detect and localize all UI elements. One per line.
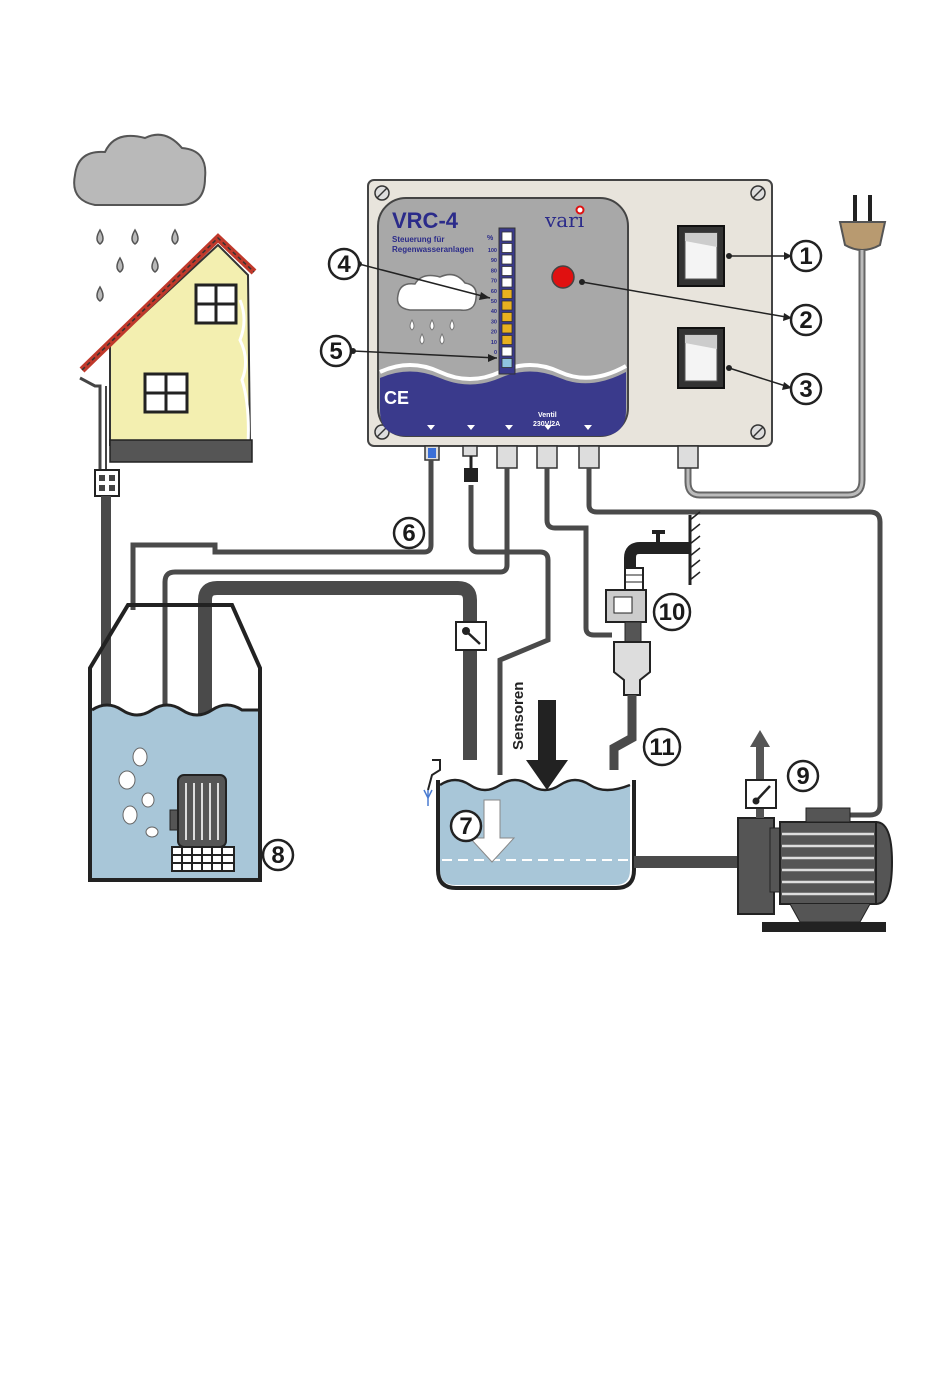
break-tank	[424, 700, 634, 888]
level-segment	[502, 290, 512, 299]
scale-tick-label: 30	[491, 319, 497, 325]
level-segment	[502, 267, 512, 276]
downpipe-filter	[95, 470, 119, 496]
cloud-icon	[74, 135, 205, 205]
level-segment	[502, 347, 512, 356]
scale-tick-label: 100	[488, 248, 497, 254]
callout-number: 1	[799, 243, 812, 270]
callout-9: 9	[788, 761, 818, 791]
controller-subtitle-1: Steuerung für	[392, 235, 444, 244]
pressure-switch-icon	[746, 780, 776, 808]
callout-5: 5	[321, 336, 351, 366]
controller-subtitle-2: Regenwasseranlagen	[392, 245, 474, 254]
level-segment	[502, 232, 512, 241]
ce-mark: CE	[384, 388, 409, 408]
valve-label-1: Ventil	[538, 412, 557, 419]
model-label: VRC-4	[392, 208, 459, 233]
callout-number: 7	[459, 813, 472, 840]
scale-tick-label: 0	[494, 350, 497, 356]
status-led	[552, 266, 574, 288]
power-plug-icon	[840, 195, 885, 250]
callout-number: 11	[649, 734, 674, 761]
callout-number: 10	[659, 599, 686, 626]
scale-tick-label: 90	[491, 258, 497, 264]
level-segment	[502, 313, 512, 322]
level-segment	[502, 255, 512, 264]
callout-number: 4	[337, 251, 351, 278]
scale-tick-label: 50	[491, 299, 497, 305]
callout-6: 6	[394, 518, 424, 548]
brand-logo-dot	[577, 207, 584, 214]
level-segment	[502, 324, 512, 333]
cable-glands	[425, 446, 698, 468]
scale-tick-label: 80	[491, 268, 497, 274]
scale-tick-label: 40	[491, 309, 497, 315]
scale-tick-label: 20	[491, 330, 497, 336]
house-icon	[80, 238, 254, 496]
scale-tick-label: 10	[491, 340, 497, 346]
sensor-label: Sensoren	[510, 682, 527, 750]
valve-label-2: 230V/2A	[533, 421, 560, 428]
callout-4: 4	[329, 249, 359, 279]
callout-1: 1	[791, 241, 821, 271]
callout-number: 8	[271, 842, 284, 869]
scale-tick-label: 60	[491, 289, 497, 295]
mode-switch-button[interactable]	[678, 328, 724, 388]
callout-number: 3	[799, 376, 812, 403]
level-segment	[502, 359, 512, 368]
solenoid-valve-icon	[606, 568, 646, 642]
level-segment	[502, 301, 512, 310]
submersible-pump-icon	[170, 775, 234, 871]
cistern-tank	[90, 605, 260, 880]
scale-unit: %	[487, 235, 494, 242]
flow-switch-icon	[456, 622, 486, 650]
callout-3: 3	[791, 374, 821, 404]
power-switch-button[interactable]	[678, 226, 724, 286]
callout-7: 7	[451, 811, 481, 841]
callout-2: 2	[791, 305, 821, 335]
scale-tick-label: 70	[491, 279, 497, 285]
sensor-plug-icon	[464, 456, 478, 482]
callout-number: 9	[796, 763, 809, 790]
level-segment	[502, 244, 512, 253]
callout-8: 8	[263, 840, 293, 870]
level-segment	[502, 336, 512, 345]
callout-number: 2	[799, 307, 812, 334]
level-gauge	[499, 228, 515, 374]
callout-11: 11	[644, 729, 680, 765]
callout-10: 10	[654, 594, 690, 630]
level-segment	[502, 278, 512, 287]
callout-number: 5	[329, 338, 342, 365]
callout-number: 6	[402, 520, 415, 547]
